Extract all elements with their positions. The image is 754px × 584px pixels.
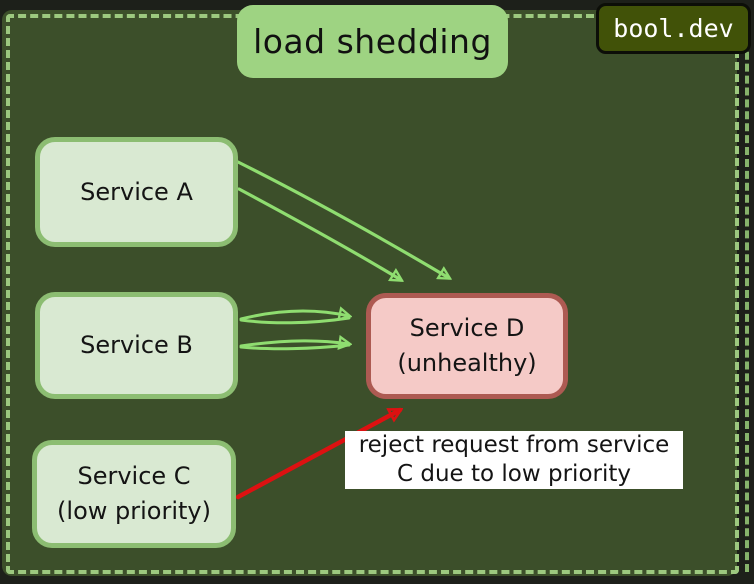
diagram-title-label: load shedding <box>253 22 492 61</box>
reject-annotation-line2: C due to low priority <box>397 461 631 487</box>
watermark-label: bool.dev <box>613 14 734 43</box>
watermark-badge: bool.dev <box>596 3 751 54</box>
node-service-b: Service B <box>35 292 238 399</box>
node-service-c-sublabel: (low priority) <box>57 497 211 525</box>
node-service-a: Service A <box>35 137 238 247</box>
reject-annotation-line1: reject request from service <box>358 432 670 459</box>
node-service-b-label: Service B <box>80 331 193 360</box>
node-service-a-label: Service A <box>80 177 193 206</box>
reject-annotation: reject request from service C due to low… <box>345 431 683 489</box>
node-service-d-sublabel: (unhealthy) <box>397 349 537 377</box>
node-service-c-label: Service C <box>77 462 191 491</box>
node-service-d: Service D (unhealthy) <box>366 293 568 399</box>
diagram-title: load shedding <box>237 5 508 78</box>
node-service-c: Service C (low priority) <box>32 440 236 548</box>
node-service-d-label: Service D <box>409 314 525 343</box>
dashed-border-right-sketch <box>745 16 749 572</box>
